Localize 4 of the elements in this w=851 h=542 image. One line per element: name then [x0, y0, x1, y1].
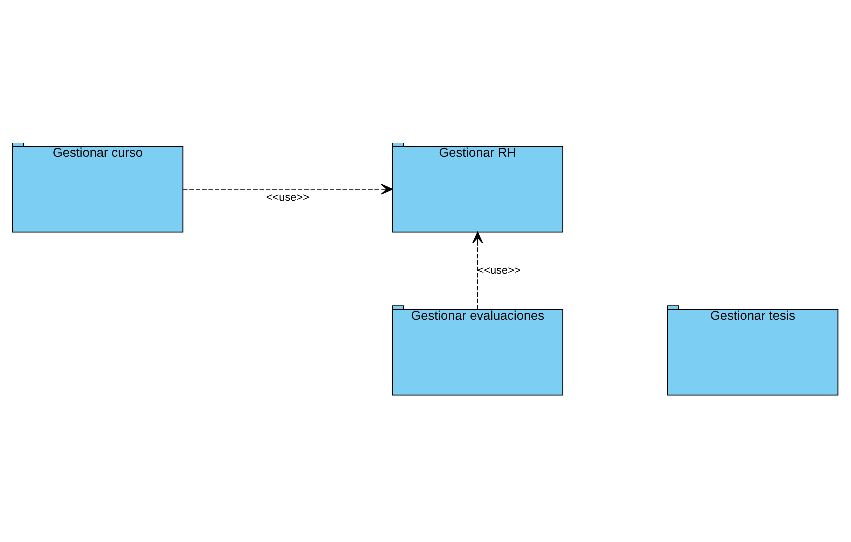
edge-label: <<use>> — [478, 264, 521, 277]
arrow — [182, 184, 394, 195]
arrow — [472, 232, 484, 310]
edge-label: <<use>> — [266, 192, 310, 204]
